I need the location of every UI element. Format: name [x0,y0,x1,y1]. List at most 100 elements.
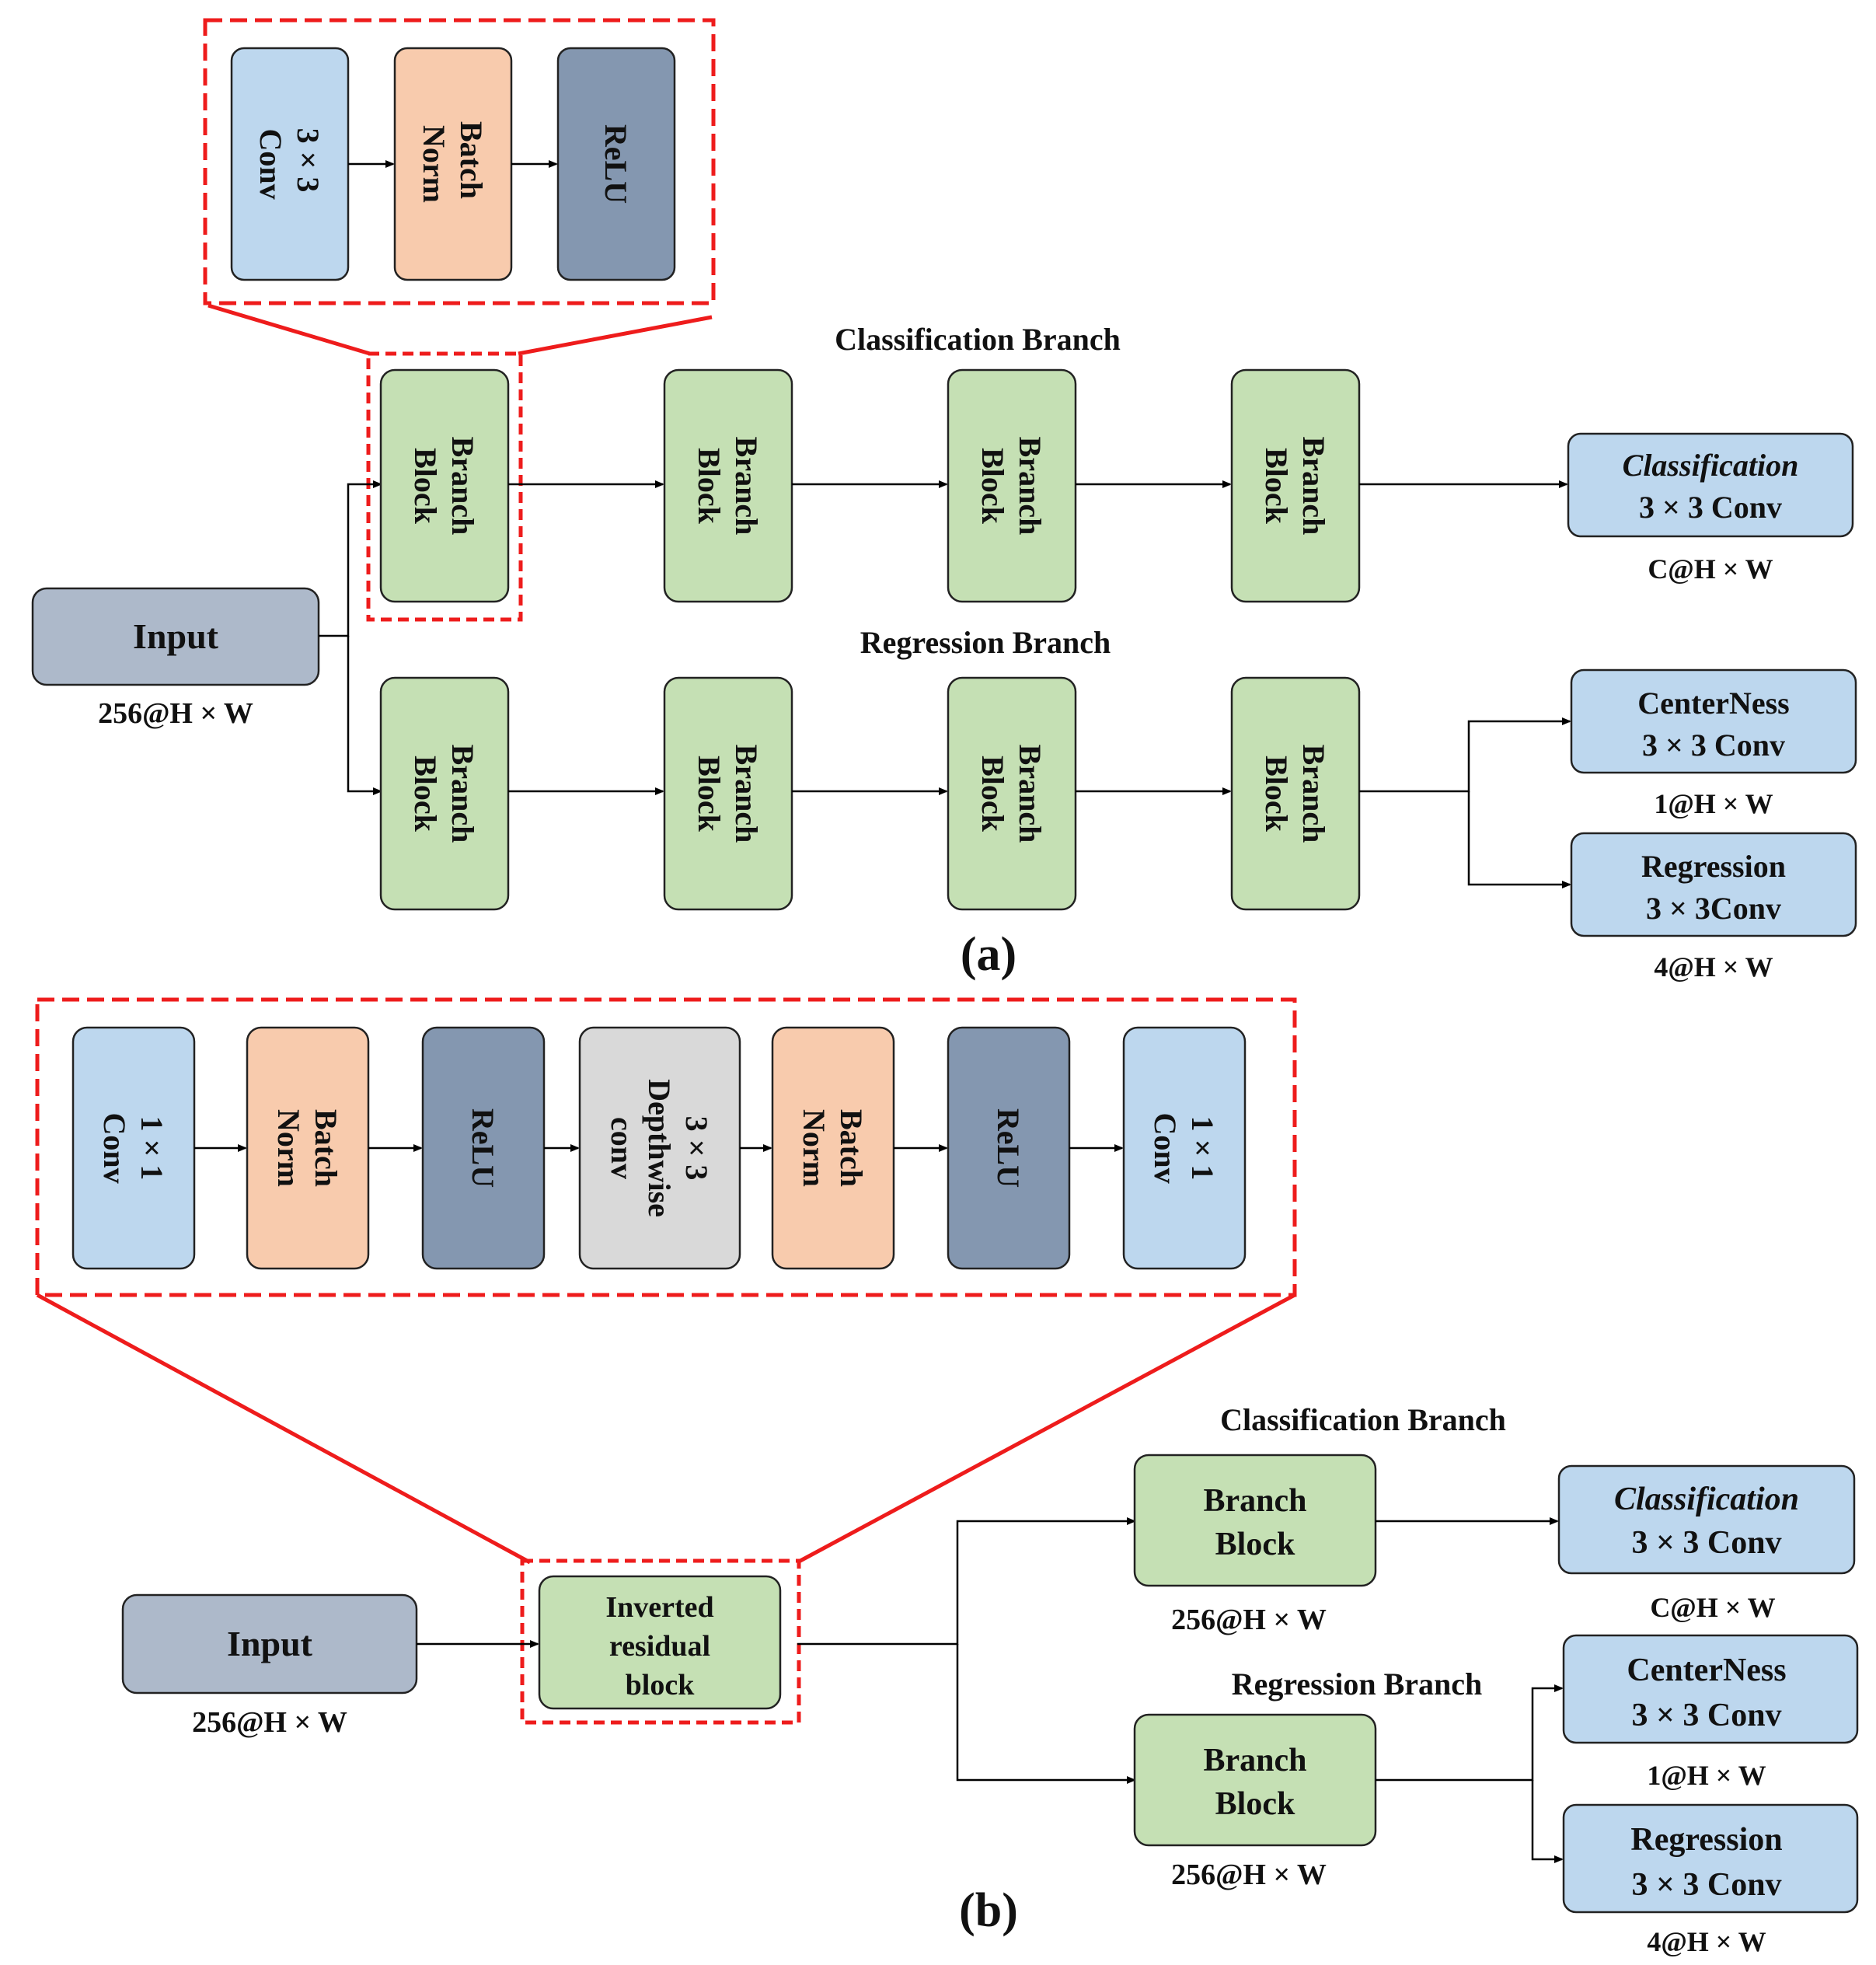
branch-block-a-reg-2-line2: Block [692,756,727,832]
input-b: Input [121,1593,418,1695]
inset-a-frame [203,18,716,305]
svg-text:1 × 1Conv: 1 × 1Conv [97,1112,169,1183]
branch-block-a-cls-3-line1: Branch [1013,437,1048,536]
branch-block-b-reg-line1: Branch [1203,1743,1306,1778]
centerness-output-a-line1: CenterNess [1637,686,1790,721]
svg-text:ReLU: ReLU [598,124,633,204]
branch-block-a-reg-4-line1: Branch [1296,745,1331,843]
classification-output-a-line2: 3 × 3 Conv [1639,490,1782,525]
inset-b-block-4-line2: Depthwise [642,1079,677,1217]
branch-block-a-reg-1: BranchBlock [379,676,510,911]
branch-block-b-reg-shape: 256@H × W [1171,1859,1327,1891]
input-a-shape: 256@H × W [98,697,253,730]
input-b-label: Input [227,1624,313,1663]
inset-b-block-3-line1: ReLU [466,1108,500,1188]
classification-output-b-line1: Classification [1614,1482,1799,1517]
svg-text:BranchBlock: BranchBlock [692,437,764,536]
branch-block-a-cls-1-line1: Branch [445,437,480,536]
inset-b-block-4-line3: conv [605,1117,640,1179]
branch-block-b-cls-shape: 256@H × W [1171,1604,1327,1636]
branch-block-b-cls-line1: Branch [1203,1483,1306,1519]
classification-branch-title-b: Classification Branch [1220,1402,1506,1437]
inset-b-block-2-line2: Norm [271,1109,306,1187]
inset-b-block-4-line1: 3 × 3 [679,1116,714,1181]
centerness-output-a: CenterNess 3 × 3 Conv [1570,668,1857,774]
inset-b-block-7-line1: 1 × 1 [1185,1116,1220,1181]
centerness-output-b-line1: CenterNess [1627,1653,1786,1688]
inset-a-block-conv: 3 × 3 Conv [230,47,350,281]
centerness-output-a-shape: 1@H × W [1654,788,1773,819]
regression-output-a-line1: Regression [1641,849,1786,884]
centerness-output-b-shape: 1@H × W [1647,1760,1766,1791]
inset-a-block-batchnorm: Batch Norm [393,47,513,281]
inset-a-bn-line2: Norm [417,125,452,203]
inset-b-block-5-line1: Batch [834,1109,869,1187]
inverted-residual-block: Inverted residual block [538,1575,782,1710]
classification-output-b: Classification 3 × 3 Conv [1557,1464,1856,1575]
inset-a-block-relu: ReLU [556,47,676,281]
inverted-block-line2: residual [609,1630,710,1663]
regression-branch-title-b: Regression Branch [1232,1667,1483,1701]
inset-b-block-3: ReLU [421,1026,546,1270]
svg-text:Batch Norm: Batch Norm [417,121,489,207]
regression-output-a: Regression 3 × 3Conv [1570,832,1857,937]
inset-b-block-1-line1: 1 × 1 [134,1116,169,1181]
branch-block-a-reg-2: BranchBlock [663,676,793,911]
branch-block-a-reg-4: BranchBlock [1230,676,1361,911]
branch-block-a-cls-4-line2: Block [1259,448,1294,525]
inset-b-block-1: 1 × 1Conv [71,1026,196,1270]
branch-block-a-cls-2-line1: Branch [729,437,764,536]
svg-text:BranchBlock: BranchBlock [975,745,1048,843]
regression-output-a-line2: 3 × 3Conv [1646,891,1781,926]
centerness-output-a-line2: 3 × 3 Conv [1642,728,1785,763]
branch-block-a-reg-2-line1: Branch [729,745,764,843]
svg-text:ReLU: ReLU [466,1108,500,1188]
branch-block-b-cls-line2: Block [1215,1527,1295,1562]
svg-text:BranchBlock: BranchBlock [975,437,1048,536]
part-a: 3 × 3 Conv Batch Norm ReLU Classificatio… [31,18,1857,982]
inset-a-relu-line1: ReLU [598,124,633,204]
svg-text:1 × 1Conv: 1 × 1Conv [1148,1112,1220,1183]
branch-block-a-cls-3: BranchBlock [947,368,1077,603]
inset-a-bn-line1: Batch [454,121,489,199]
classification-output-b-shape: C@H × W [1650,1592,1775,1623]
part-a-label: (a) [961,928,1016,981]
branch-block-a-reg-4-line2: Block [1259,756,1294,832]
inverted-block-line3: block [626,1669,696,1701]
highlight-b-inverted-block [520,1558,801,1725]
classification-output-a: Classification 3 × 3 Conv [1567,432,1854,538]
branch-block-a-cls-3-line2: Block [975,448,1010,525]
classification-branch-title-a: Classification Branch [835,322,1121,357]
classification-output-b-line2: 3 × 3 Conv [1631,1525,1781,1561]
svg-text:BranchBlock: BranchBlock [408,745,480,843]
svg-text:ReLU: ReLU [991,1108,1026,1188]
branch-block-b-classification: Branch Block [1133,1454,1377,1587]
inverted-block-line1: Inverted [605,1591,713,1624]
part-b-label: (b) [959,1884,1018,1937]
centerness-output-b-line2: 3 × 3 Conv [1631,1698,1781,1733]
regression-output-b-line2: 3 × 3 Conv [1631,1867,1781,1903]
inset-b-block-5-line2: Norm [797,1109,832,1187]
branch-block-b-regression: Branch Block [1133,1713,1377,1847]
highlight-a-first-block [366,351,523,622]
branch-block-a-cls-1: BranchBlock [379,368,510,603]
branch-block-b-reg-line2: Block [1215,1786,1295,1822]
branch-block-a-cls-2-line2: Block [692,448,727,525]
regression-output-b-line1: Regression [1630,1822,1782,1858]
classification-output-a-shape: C@H × W [1648,553,1773,585]
svg-text:BranchBlock: BranchBlock [1259,437,1331,536]
inset-a-conv-line1: 3 × 3 [291,128,326,193]
inset-b-block-2: BatchNorm [246,1026,370,1270]
inset-b-block-7: 1 × 1Conv [1122,1026,1247,1270]
regression-branch-title-a: Regression Branch [860,625,1111,660]
svg-text:BatchNorm: BatchNorm [797,1109,869,1187]
branch-block-a-reg-3: BranchBlock [947,676,1077,911]
inset-b-block-5: BatchNorm [771,1026,895,1270]
svg-text:BranchBlock: BranchBlock [1259,745,1331,843]
branch-block-a-reg-1-line2: Block [408,756,443,832]
regression-output-b-shape: 4@H × W [1647,1926,1766,1957]
inset-b-block-6: ReLU [947,1026,1071,1270]
